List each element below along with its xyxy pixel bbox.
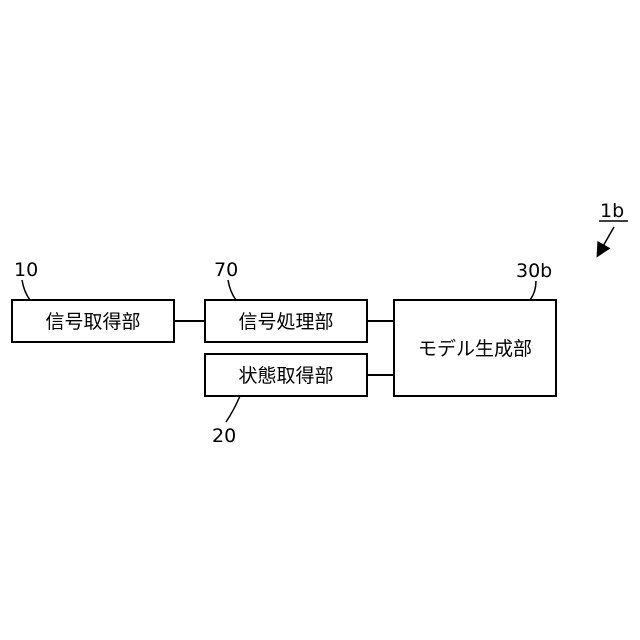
block-signal-processing-label: 信号処理部 bbox=[238, 311, 333, 333]
figure-ref-arrow bbox=[598, 227, 614, 255]
block-state-acquisition-label: 状態取得部 bbox=[238, 365, 333, 387]
block-state-acquisition: 状態取得部 bbox=[205, 354, 367, 396]
block-signal-processing: 信号処理部 bbox=[205, 300, 367, 342]
block-signal-acquisition: 信号取得部 bbox=[12, 300, 174, 342]
ref-10-label: 10 bbox=[14, 259, 38, 281]
block-signal-acquisition-label: 信号取得部 bbox=[45, 311, 140, 333]
ref-10-leader bbox=[22, 280, 30, 300]
figure-ref-label: 1b bbox=[600, 200, 624, 222]
ref-70-label: 70 bbox=[214, 259, 238, 281]
ref-20-leader bbox=[226, 396, 240, 422]
block-model-generation-label: モデル生成部 bbox=[418, 338, 532, 360]
ref-30b-label: 30b bbox=[516, 260, 552, 282]
block-model-generation: モデル生成部 bbox=[394, 300, 556, 396]
ref-20-label: 20 bbox=[212, 425, 236, 447]
ref-70-leader bbox=[228, 280, 236, 300]
ref-30b-leader bbox=[530, 281, 536, 300]
